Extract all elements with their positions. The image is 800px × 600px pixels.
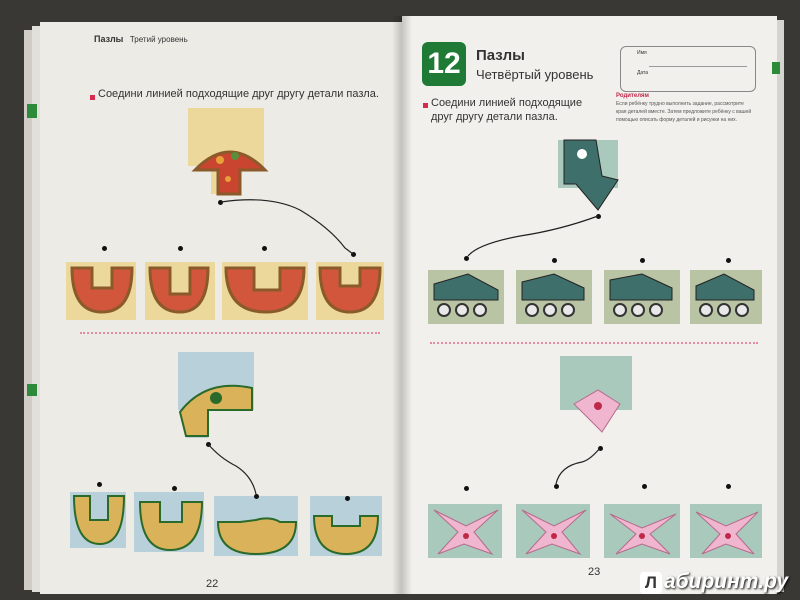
connect-dot[interactable] bbox=[345, 496, 350, 501]
instruction-bullet bbox=[90, 95, 95, 100]
left-header: Пазлы Третий уровень bbox=[94, 34, 188, 44]
instruction-bullet bbox=[423, 103, 428, 108]
connect-dot[interactable] bbox=[102, 246, 107, 251]
book-spine bbox=[392, 16, 412, 594]
connect-dot[interactable] bbox=[726, 258, 731, 263]
name-line bbox=[649, 66, 747, 67]
pizza-options-art bbox=[70, 266, 382, 314]
pizza-answer-line bbox=[220, 199, 354, 255]
connect-dot[interactable] bbox=[351, 252, 356, 257]
ball-answer-line bbox=[207, 443, 257, 495]
connect-dot[interactable] bbox=[464, 486, 469, 491]
skate-art bbox=[563, 139, 619, 211]
connect-dot[interactable] bbox=[178, 246, 183, 251]
connect-dot[interactable] bbox=[726, 484, 731, 489]
flower-art bbox=[573, 389, 621, 433]
watermark-logo-letter: Л bbox=[639, 572, 662, 594]
section-divider bbox=[430, 342, 758, 344]
skate-answer-line bbox=[467, 215, 599, 257]
parents-note-line3: помощью описать форму деталей и рисунки … bbox=[616, 117, 738, 123]
connect-dot[interactable] bbox=[464, 256, 469, 261]
connect-dot[interactable] bbox=[254, 494, 259, 499]
green-edge-tab bbox=[772, 62, 780, 74]
skate-options-art bbox=[433, 273, 755, 317]
date-label: Дата bbox=[637, 70, 649, 76]
watermark-text: абиринт.ру bbox=[663, 570, 788, 593]
connect-dot[interactable] bbox=[596, 214, 601, 219]
connect-dot[interactable] bbox=[554, 484, 559, 489]
connect-dot[interactable] bbox=[218, 200, 223, 205]
connect-dot[interactable] bbox=[640, 258, 645, 263]
right-instruction-line1: Соедини линией подходящие bbox=[431, 97, 583, 109]
connect-dot[interactable] bbox=[552, 258, 557, 263]
green-edge-tab bbox=[27, 104, 37, 118]
right-page-number: 23 bbox=[588, 566, 601, 578]
flower-options-art bbox=[433, 509, 759, 556]
connect-dot[interactable] bbox=[642, 484, 647, 489]
left-header-title: Пазлы bbox=[94, 34, 124, 44]
left-instruction: Соедини линией подходящие друг другу дет… bbox=[98, 88, 379, 100]
ball-options-art bbox=[72, 495, 380, 556]
parents-label: Родителям bbox=[616, 93, 649, 99]
connect-dot[interactable] bbox=[97, 482, 102, 487]
parents-note-line2: края деталей вместе. Затем предложите ре… bbox=[616, 109, 752, 115]
section-divider bbox=[80, 332, 380, 334]
ball-art bbox=[178, 384, 253, 437]
name-label: Имя bbox=[637, 50, 647, 56]
left-header-level: Третий уровень bbox=[129, 35, 188, 44]
connect-dot[interactable] bbox=[262, 246, 267, 251]
right-title: Пазлы bbox=[476, 47, 525, 64]
pizza-slice-art bbox=[191, 150, 269, 196]
name-date-box: Имя Дата bbox=[620, 46, 756, 92]
connect-dot[interactable] bbox=[172, 486, 177, 491]
right-instruction-line2: друг другу детали пазла. bbox=[431, 111, 558, 123]
right-level: Четвёртый уровень bbox=[476, 67, 594, 82]
level-badge: 12 bbox=[422, 42, 466, 86]
left-page-number: 22 bbox=[206, 578, 219, 590]
flower-answer-line bbox=[555, 447, 601, 485]
parents-note-line1: Если ребёнку трудно выполнить задание, р… bbox=[616, 101, 744, 107]
green-edge-tab bbox=[27, 384, 37, 396]
connect-dot[interactable] bbox=[598, 446, 603, 451]
